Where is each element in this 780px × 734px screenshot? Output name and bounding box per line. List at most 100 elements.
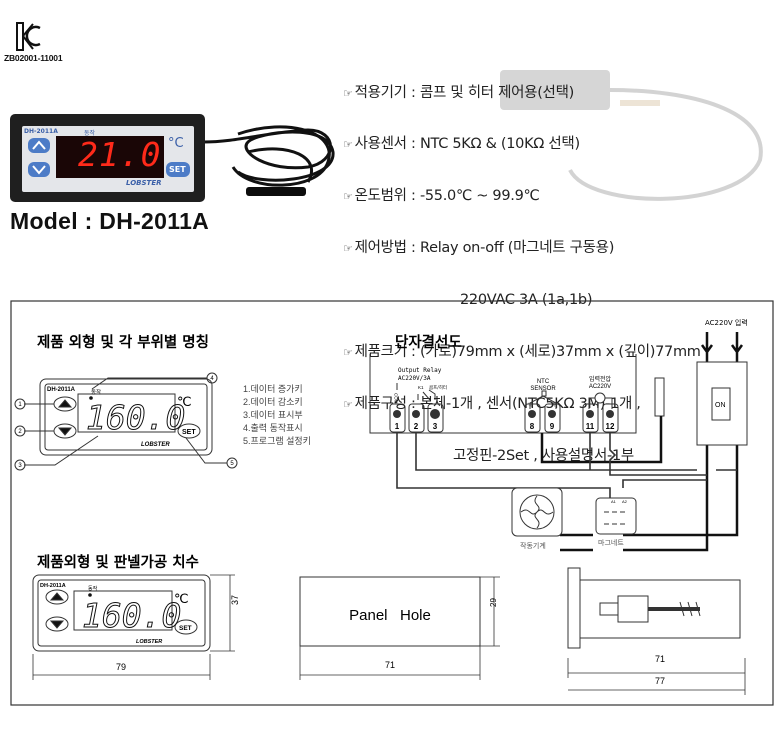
kc-certification-logo (16, 22, 41, 51)
callout-3: 3 (18, 463, 22, 469)
specs-0-value: 콤프 및 히터 제어용(선택) (419, 84, 574, 101)
dimensions-width: 79 (116, 662, 126, 672)
ntc-sensor-probe (654, 377, 665, 417)
wiring-relay_label: Output Relay (398, 367, 442, 374)
dimensions-device-brand: LOBSTER (136, 639, 162, 645)
indicator-label: 동작 (84, 130, 96, 137)
wiring-machine_label: 작동기계 (520, 541, 546, 550)
pointing-hand-icon: ☞ (343, 138, 353, 152)
parts-legend-4: 5.프로그램 설정키 (243, 435, 311, 446)
wiring-title: 단자결선도 (395, 333, 462, 351)
dimensions-panel_hole_label: Panel Hole (349, 607, 431, 624)
pointing-hand-icon: ☞ (343, 397, 353, 411)
dimensions-device-indicator_label: 동작 (88, 585, 98, 592)
callout-5: 5 (230, 461, 234, 467)
pointing-hand-icon: ☞ (343, 346, 353, 360)
specs-4-value: 220VAC 3A (1a,1b) (460, 292, 593, 309)
parts-device-unit: ℃ (177, 394, 192, 409)
wiring-sensor_label: NTC (537, 379, 550, 385)
wiring-k1_label: K1 (418, 385, 424, 390)
spec-item: 220VAC 3A (1a,1b) (343, 292, 701, 309)
spec-list: ☞적용기기 : 콤프 및 히터 제어용(선택) ☞사용센서 : NTC 5KΩ … (343, 50, 701, 482)
specs-3-label: 제어방법 (354, 240, 407, 257)
callout-lines (14, 372, 238, 471)
dimensions-title: 제품외형 및 판넬가공 치수 (37, 553, 199, 571)
pointing-hand-icon: ☞ (343, 242, 353, 256)
magnet-contactor (595, 497, 637, 535)
up-arrow-icon (32, 140, 46, 150)
specs-0-label: 적용기기 (354, 84, 407, 101)
display-digits: 160.0 (86, 398, 185, 437)
callout-2: 2 (18, 429, 22, 435)
wiring-input_rating: AC220V (589, 384, 611, 390)
brand-logo: LOBSTER (126, 179, 162, 187)
dimensions-device-model_label: DH-2011A (40, 583, 66, 589)
dimensions-panel_height: 29 (489, 598, 498, 607)
down-arrow-icon (32, 165, 46, 175)
parts-legend-2: 3.데이터 표시부 (243, 410, 303, 420)
specs-2-value: -55.0℃ ~ 99.9℃ (419, 188, 540, 205)
parts-legend-1: 2.데이터 감소키 (243, 396, 303, 407)
dimensions-device-set_label: SET (179, 625, 192, 632)
callout-1: 1 (18, 402, 22, 408)
wiring-magnet_label: 마그네트 (598, 538, 624, 547)
specs-1-value: NTC 5KΩ & (10KΩ 선택) (419, 136, 580, 153)
set-button: SET (169, 165, 186, 174)
wiring-terminals-3: 8 (530, 422, 535, 431)
dimensions-depth_inner: 71 (655, 654, 665, 664)
side-view-drawing (567, 567, 741, 649)
wiring-sensor_label2: SENSOR (530, 386, 556, 392)
spec-item: ☞제품크기 : (가로)79mm x (세로)37mm x (깊이)77mm (343, 344, 701, 361)
product-photo: DH-2011A 동작 21.0 °C SET LOBSTER (8, 112, 338, 207)
callout-4: 4 (210, 376, 214, 382)
spec-background-photo (500, 70, 763, 201)
wiring-input_label: 입력전압 (589, 375, 612, 383)
dimensions-panel_width: 71 (385, 660, 395, 670)
wiring-relay_rating: AC220V/3A (398, 375, 431, 382)
wiring-com_label: COM (394, 393, 399, 404)
wiring-magnet_pins-0: A1 (611, 499, 617, 504)
dimensions-depth_total: 77 (655, 676, 665, 686)
pointing-hand-icon: ☞ (343, 86, 353, 100)
spec-item: ☞적용기기 : 콤프 및 히터 제어용(선택) (343, 84, 574, 101)
technical-diagram-sheet: 제품 외형 및 각 부위별 명칭 DH-2011A 동작 160.0 ℃ SET… (10, 300, 774, 706)
panel-hole (299, 576, 481, 647)
parts-device-model_label: DH-2011A (47, 387, 76, 393)
parts-legend: 1.데이터 증가키 2.데이터 감소키 3.데이터 표시부 4.출력 동작표시 … (243, 384, 311, 446)
specs-6-label: 제품구성 (354, 395, 407, 412)
parts-device-set_label: SET (182, 429, 196, 436)
specs-5-label: 제품크기 (354, 344, 407, 361)
parts-legend-3: 4.출력 동작표시 (243, 422, 303, 433)
wiring-magnet_pins-1: A2 (622, 499, 628, 504)
dimensions-height: 37 (230, 595, 240, 605)
specs-2-label: 온도범위 (354, 188, 407, 205)
parts-title: 제품 외형 및 각 부위별 명칭 (37, 333, 209, 351)
dimension-device-drawing (32, 574, 211, 652)
specs-5-value: (가로)79mm x (세로)37mm x (깊이)77mm (419, 344, 701, 361)
supply-label: AC220V 입력 (705, 319, 748, 327)
certification-code: ZB02001-11001 (4, 53, 63, 63)
specs-3-value: Relay on-off (마그네트 구동용) (419, 240, 615, 257)
wiring-terminals-4: 9 (550, 422, 555, 431)
wiring-terminals-2: 3 (433, 422, 438, 431)
dimensions-device-display_value: 160.0 (82, 596, 181, 635)
parts-device-indicator_label: 동작 (91, 389, 101, 396)
dimensions-device-unit: ℃ (174, 591, 189, 606)
wiring-terminals-6: 12 (606, 422, 615, 431)
spec-item: ☞제어방법 : Relay on-off (마그네트 구동용) (343, 240, 615, 257)
specs-1-label: 사용센서 (354, 136, 407, 153)
parts-device-brand: LOBSTER (141, 442, 170, 448)
unit-label: °C (168, 136, 184, 151)
temperature-display: 21.0 (78, 135, 162, 174)
parts-legend-0: 1.데이터 증가키 (243, 384, 303, 394)
pointing-hand-icon: ☞ (343, 190, 353, 204)
device-model-label: DH-2011A (24, 128, 58, 135)
wiring-terminals-5: 11 (586, 422, 595, 431)
spec-item: ☞온도범위 : -55.0℃ ~ 99.9℃ (343, 188, 540, 205)
wiring-load_label: 콤프/히터 (429, 384, 447, 391)
spec-item: ☞사용센서 : NTC 5KΩ & (10KΩ 선택) (343, 136, 580, 153)
model-caption: Model : DH-2011A (10, 208, 210, 234)
wiring-terminals-1: 2 (414, 422, 419, 431)
switch-on-label: ON (715, 402, 726, 409)
